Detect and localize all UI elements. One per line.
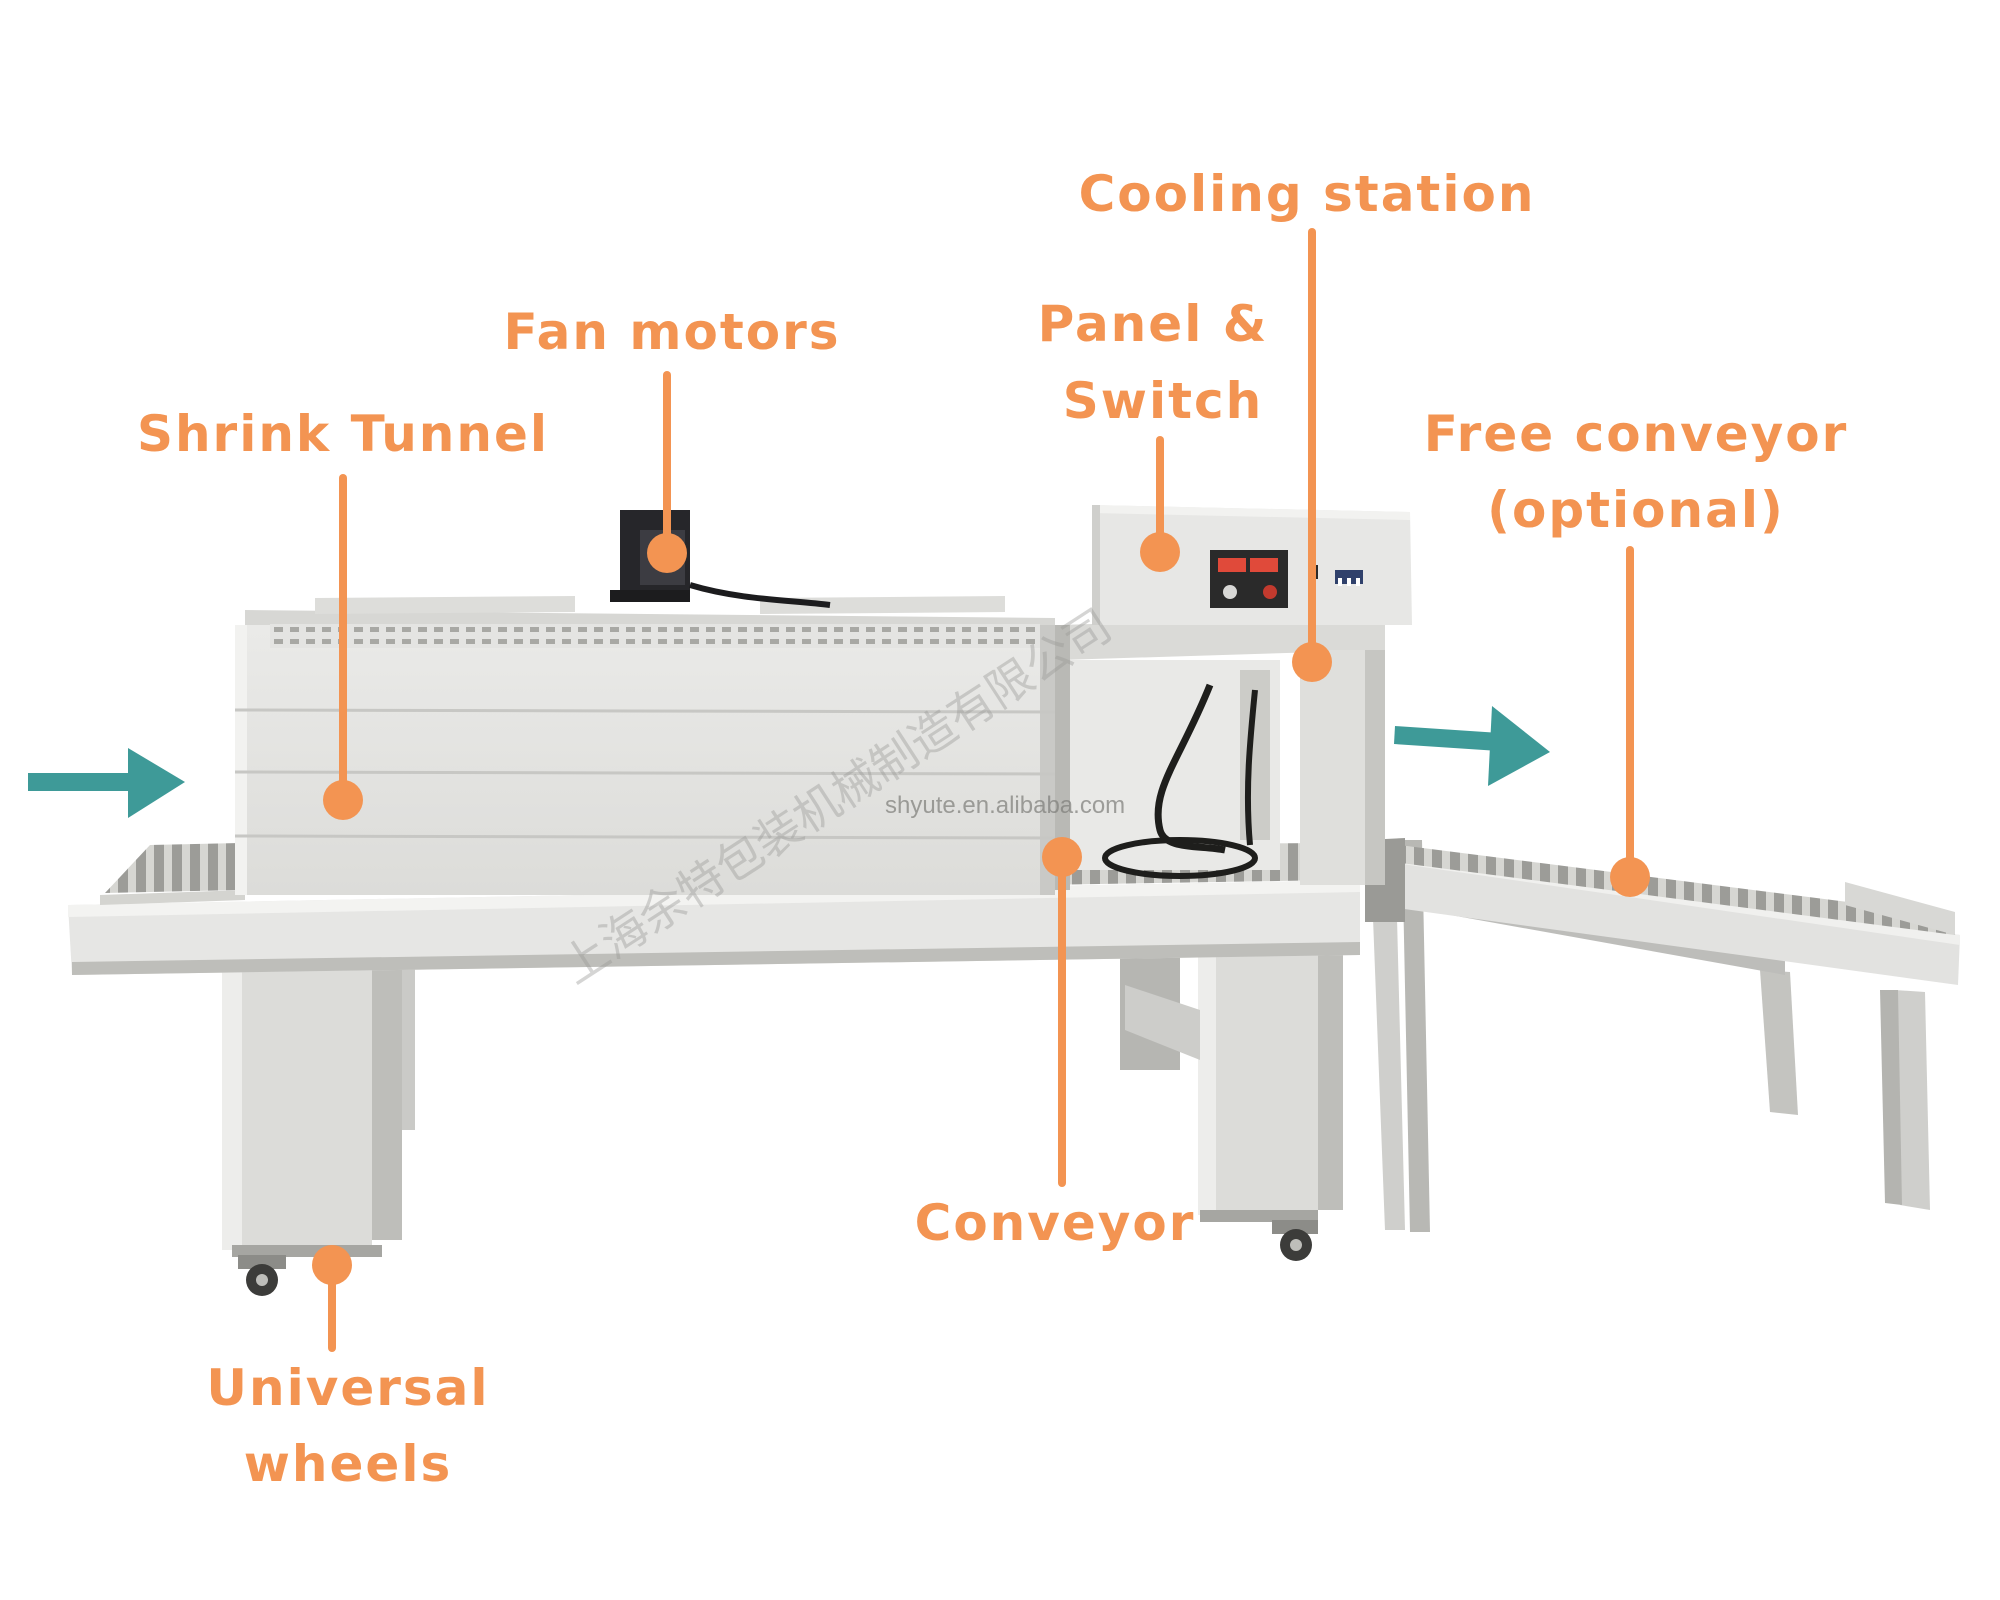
watermark-url: shyute.en.alibaba.com	[885, 792, 1125, 819]
fan-motor-machine	[610, 510, 831, 608]
labels: Shrink Tunnel Fan motors Panel & Switch …	[137, 165, 1849, 1493]
entry-arrow-icon	[28, 748, 185, 818]
label-panel-switch-line1: Panel &	[1038, 295, 1269, 353]
free-conveyor-machine	[1365, 838, 1960, 1232]
label-panel-switch-line2: Switch	[1063, 372, 1263, 430]
cooling-station-machine	[1060, 615, 1385, 885]
label-cooling-station: Cooling station	[1079, 165, 1536, 223]
label-fan-motors: Fan motors	[503, 303, 840, 361]
shrink-tunnel-machine	[234, 596, 1070, 895]
label-shrink-tunnel: Shrink Tunnel	[137, 405, 549, 463]
callout-free-conveyor	[1610, 546, 1650, 897]
label-conveyor: Conveyor	[915, 1194, 1196, 1252]
callouts	[312, 228, 1650, 1352]
label-universal-wheels-line2: wheels	[244, 1435, 453, 1493]
callout-fan-motors	[647, 371, 687, 573]
callout-cooling-station	[1292, 228, 1332, 682]
control-box-machine	[1092, 505, 1412, 625]
callout-shrink-tunnel	[323, 474, 363, 820]
label-free-conveyor-line2: (optional)	[1487, 481, 1785, 539]
callout-panel-switch	[1140, 436, 1180, 572]
label-free-conveyor-line1: Free conveyor	[1424, 405, 1849, 463]
label-universal-wheels-line1: Universal	[206, 1359, 489, 1417]
exit-arrow-icon	[1394, 706, 1550, 786]
callout-conveyor	[1042, 837, 1082, 1187]
machine-illustration	[68, 505, 1960, 1296]
callout-universal-wheels	[312, 1245, 352, 1352]
universal-wheels-machine	[238, 1220, 1318, 1296]
main-frame	[68, 843, 1360, 1257]
